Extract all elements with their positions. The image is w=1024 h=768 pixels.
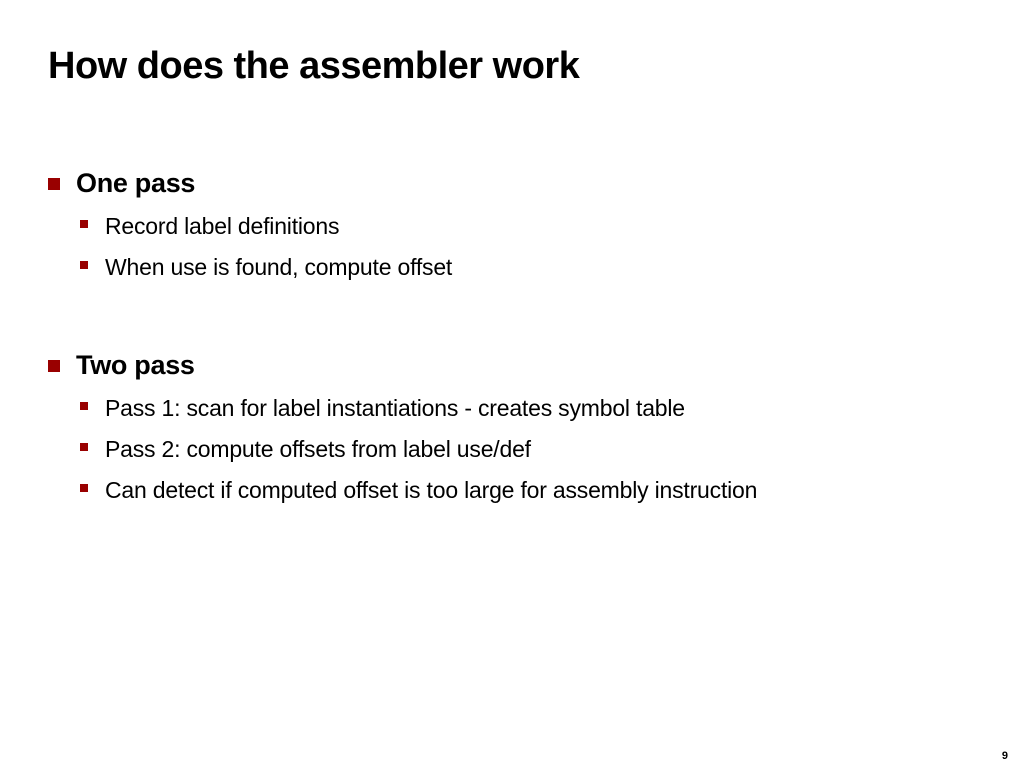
small-square-bullet-icon <box>80 483 88 492</box>
list-item-text: Record label definitions <box>105 213 340 239</box>
sub-bullet-list: Record label definitions When use is fou… <box>48 206 988 288</box>
slide-title: How does the assembler work <box>48 45 580 87</box>
list-item: When use is found, compute offset <box>80 247 988 288</box>
section-one-pass: One pass Record label definitions When u… <box>48 164 988 288</box>
list-item-text: Pass 1: scan for label instantiations - … <box>105 395 685 421</box>
sub-bullet-list: Pass 1: scan for label instantiations - … <box>48 388 988 511</box>
small-square-bullet-icon <box>80 401 88 410</box>
bullet-level1: One pass <box>48 164 988 202</box>
page-number: 9 <box>1001 750 1008 762</box>
bullet-level1: Two pass <box>48 346 988 384</box>
section-heading: One pass <box>76 167 196 198</box>
square-bullet-icon <box>48 360 60 372</box>
small-square-bullet-icon <box>80 442 88 451</box>
list-item-text: Can detect if computed offset is too lar… <box>105 477 758 503</box>
list-item: Pass 1: scan for label instantiations - … <box>80 388 988 429</box>
small-square-bullet-icon <box>80 260 88 269</box>
section-two-pass: Two pass Pass 1: scan for label instanti… <box>48 346 988 511</box>
list-item-text: Pass 2: compute offsets from label use/d… <box>105 436 531 462</box>
section-heading: Two pass <box>76 349 195 380</box>
list-item: Record label definitions <box>80 206 988 247</box>
list-item: Pass 2: compute offsets from label use/d… <box>80 429 988 470</box>
square-bullet-icon <box>48 178 60 190</box>
list-item: Can detect if computed offset is too lar… <box>80 470 988 511</box>
small-square-bullet-icon <box>80 219 88 228</box>
list-item-text: When use is found, compute offset <box>105 254 453 280</box>
